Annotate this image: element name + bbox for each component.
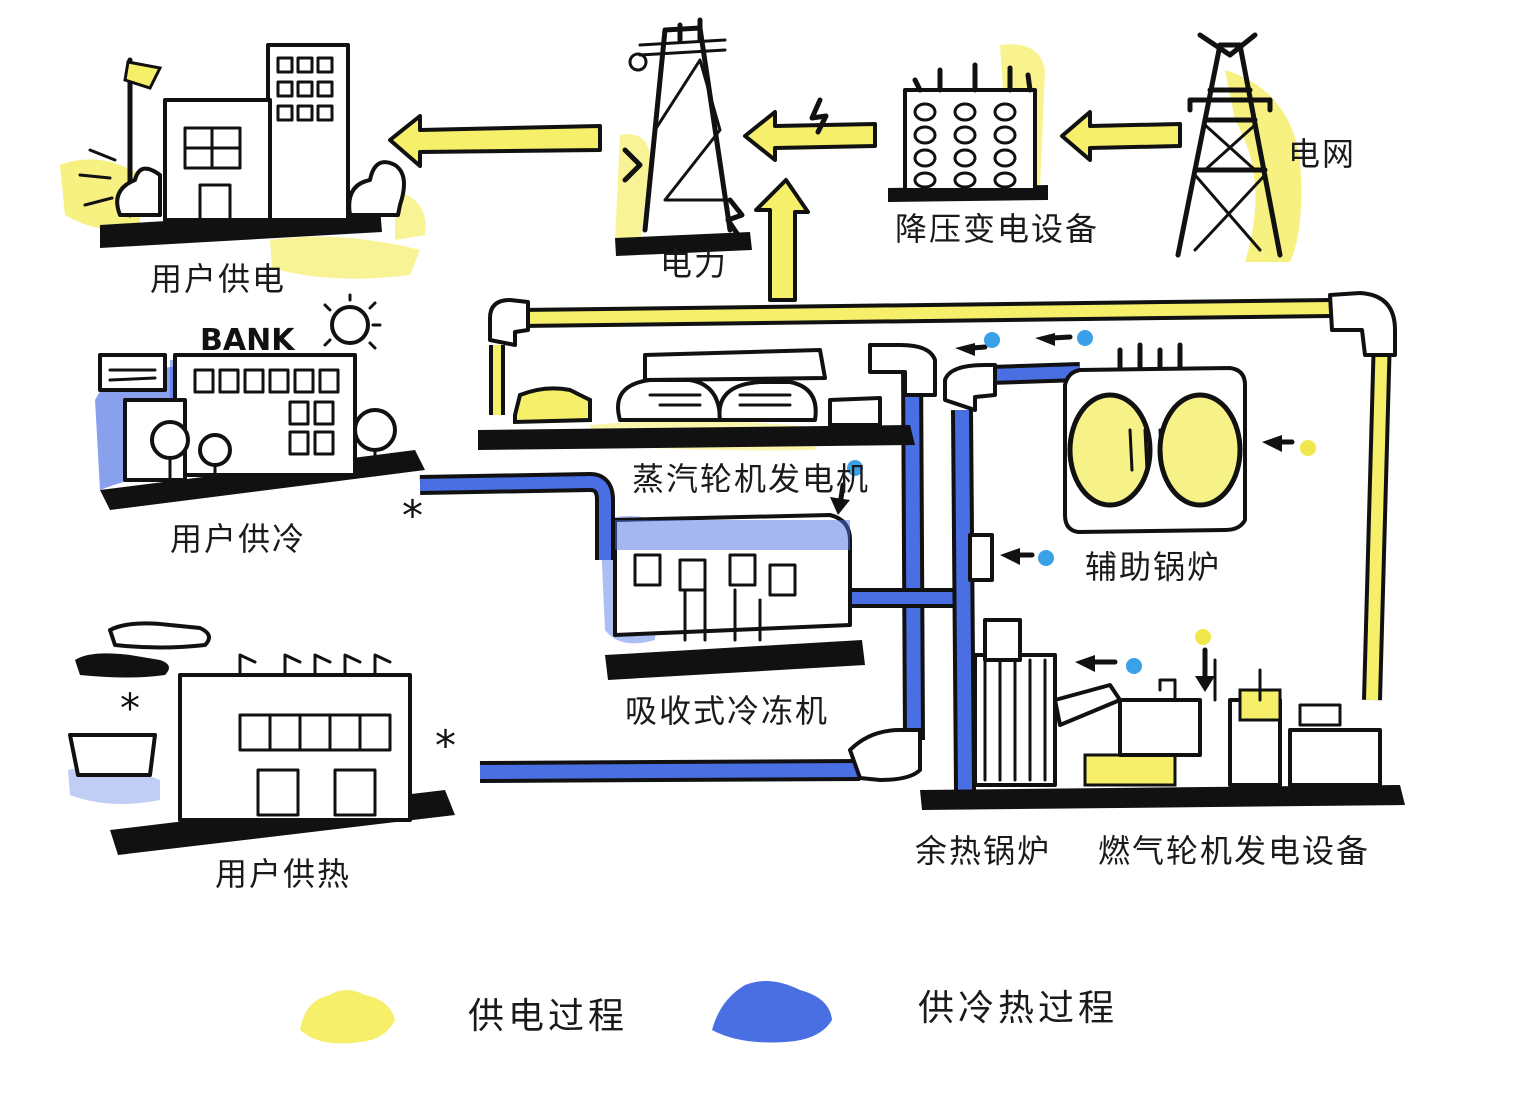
grid-tower [1175, 32, 1283, 258]
small-arrow-5 [1075, 655, 1142, 674]
label-user-cooling: 用户供冷 [170, 520, 306, 558]
arrow-power-to-user [388, 114, 602, 168]
power-pipe [488, 291, 1397, 701]
small-arrow-7 [830, 460, 863, 515]
label-gas-turbine: 燃气轮机发电设备 [1098, 832, 1370, 870]
heating-factory [68, 621, 455, 855]
svg-text:*: * [120, 686, 140, 732]
steam-turbine-generator [478, 348, 915, 450]
label-power: 电力 [660, 245, 728, 283]
small-arrow-4 [1000, 548, 1054, 566]
lightning-icon [809, 97, 829, 135]
small-arrow-2 [1035, 330, 1093, 346]
step-down-transformer [888, 62, 1048, 202]
cooling-pipes [419, 343, 1081, 791]
waste-heat-and-gas-turbine [920, 533, 1405, 810]
absorption-chiller [605, 513, 865, 680]
legend-label-power: 供电过程 [468, 996, 628, 1037]
arrow-pipe-to-power [754, 178, 810, 302]
user-power-building [78, 43, 406, 248]
label-absorption-chiller: 吸收式冷冻机 [625, 692, 829, 730]
svg-text:*: * [435, 721, 456, 770]
svg-text:*: * [402, 491, 423, 540]
bank-building: BANK [98, 293, 425, 510]
label-user-power: 用户供电 [150, 260, 286, 298]
label-grid: 电网 [1288, 135, 1356, 173]
aux-boiler [1063, 342, 1247, 534]
legend: 供电过程 供冷热过程 [300, 981, 1118, 1044]
labels: 用户供电 电力 降压变电设备 电网 用户供冷 蒸汽轮机发电机 辅助锅炉 吸收式冷… [150, 135, 1370, 893]
legend-swatch-power [300, 990, 395, 1044]
label-aux-boiler: 辅助锅炉 [1085, 548, 1221, 586]
power-station [615, 17, 752, 256]
label-waste-heat-boiler: 余热锅炉 [915, 832, 1051, 870]
legend-label-cooling-heating: 供冷热过程 [918, 988, 1118, 1029]
label-step-down: 降压变电设备 [895, 210, 1099, 248]
small-arrow-3 [1262, 435, 1316, 456]
label-steam-turbine: 蒸汽轮机发电机 [632, 460, 870, 498]
small-arrow-6 [1195, 629, 1215, 692]
legend-swatch-cooling-heating [712, 981, 832, 1043]
small-arrow-1 [955, 332, 1000, 356]
arrow-grid-to-stepdown [1060, 110, 1182, 162]
arrow-stepdown-to-power [743, 110, 877, 162]
flow-arrows: * * * [120, 110, 1316, 770]
label-user-heating: 用户供热 [215, 855, 351, 893]
bank-sign: BANK [200, 323, 296, 358]
